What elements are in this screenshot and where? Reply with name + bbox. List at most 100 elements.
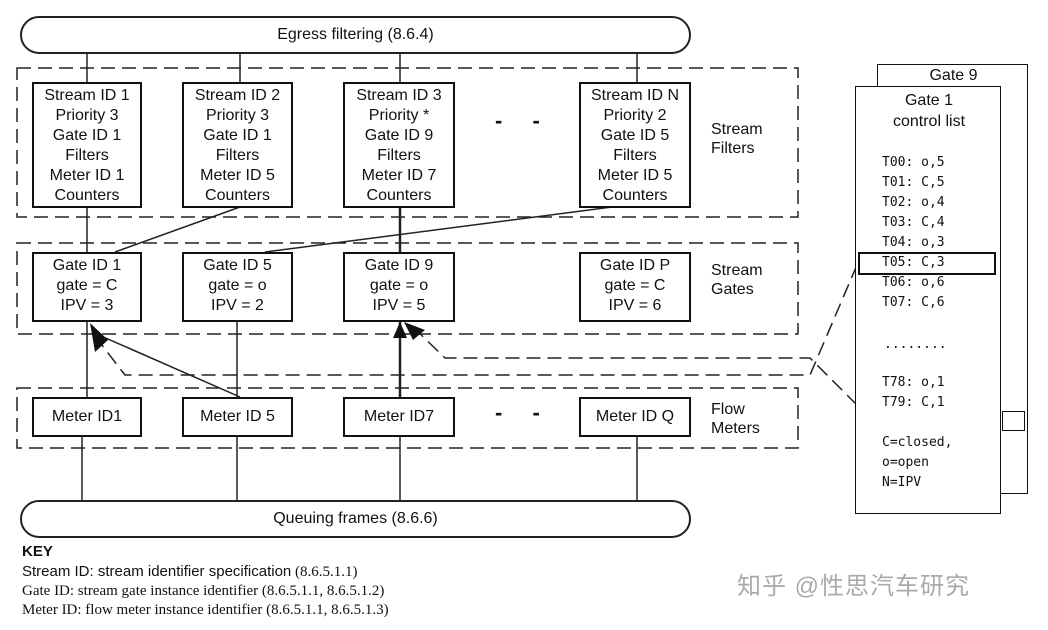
- flow-meter-box: Meter ID Q: [579, 397, 691, 437]
- flow-meter-box: Meter ID 5: [182, 397, 293, 437]
- gate-line: gate = C: [604, 277, 666, 294]
- filters-ellipsis: - -: [495, 108, 552, 133]
- region-stream-gates: [16, 242, 799, 335]
- gate-line: Gate ID P: [599, 257, 671, 274]
- control-list-legend: C=closed, o=open N=IPV: [882, 433, 952, 493]
- meter-label: Meter ID 5: [200, 408, 275, 425]
- control-list-subtitle: control list: [892, 113, 966, 130]
- queuing-frames-bar: Queuing frames (8.6.6): [20, 500, 691, 538]
- arrowhead-gate9-solid: [393, 322, 407, 338]
- filter-line: Gate ID 1: [52, 127, 122, 144]
- control-entry: T07: C,6: [882, 295, 945, 310]
- filter-line: Priority 3: [55, 107, 119, 124]
- key-line-ref: (8.6.5.1.1, 8.6.5.1.2): [258, 583, 385, 599]
- egress-filtering-label: Egress filtering (8.6.4): [277, 26, 434, 43]
- gate-line: Gate ID 9: [364, 257, 434, 274]
- filter-line: Filters: [613, 147, 657, 164]
- control-entry: T01: C,5: [882, 175, 945, 190]
- key-line-ref: (8.6.5.1.1, 8.6.5.1.3): [262, 602, 389, 618]
- stream-filter-box: Stream ID 2 Priority 3 Gate ID 1 Filters…: [182, 82, 293, 208]
- filter-line: Priority *: [368, 107, 430, 124]
- control-list-entries: T00: o,5 T01: C,5 T02: o,4 T03: C,4 T04:…: [882, 153, 945, 313]
- gate-line: gate = C: [56, 277, 118, 294]
- region-flow-meters: [16, 387, 799, 449]
- filter-line: Counters: [54, 187, 120, 204]
- filter-line: Filters: [65, 147, 109, 164]
- stream-filter-box: Stream ID 3 Priority * Gate ID 9 Filters…: [343, 82, 455, 208]
- meters-ellipsis: - -: [495, 400, 552, 425]
- key-line-term: Stream ID: stream identifier specificati…: [22, 563, 292, 580]
- stream-gates-label: Stream Gates: [711, 262, 763, 298]
- control-entry: T00: o,5: [882, 155, 945, 170]
- control-entry: T03: C,4: [882, 215, 945, 230]
- gate-line: gate = o: [369, 277, 429, 294]
- stream-filter-box: Stream ID N Priority 2 Gate ID 5 Filters…: [579, 82, 691, 208]
- stream-gate-box: Gate ID 5 gate = o IPV = 2: [182, 252, 293, 322]
- region-stream-filters: [16, 67, 799, 218]
- control-list-ellipsis: ........: [884, 337, 947, 352]
- meter-label: Meter ID1: [51, 408, 123, 425]
- filter-line: Filters: [377, 147, 421, 164]
- key-line-ref: (8.6.5.1.1): [291, 564, 358, 580]
- highlight-box-t05: [858, 252, 996, 275]
- link-filtern-gate5: [264, 206, 613, 253]
- gate-line: IPV = 3: [60, 297, 114, 314]
- legend-line: o=open: [882, 455, 929, 470]
- filter-line: Stream ID N: [590, 87, 679, 104]
- key-title: KEY: [22, 543, 53, 560]
- stream-filter-box: Stream ID 1 Priority 3 Gate ID 1 Filters…: [32, 82, 142, 208]
- control-list-title: Gate 1: [904, 92, 954, 109]
- filter-line: Priority 3: [205, 107, 270, 124]
- link-meter5-gate1: [91, 331, 241, 398]
- flow-meter-box: Meter ID1: [32, 397, 142, 437]
- filter-line: Gate ID 9: [364, 127, 434, 144]
- filter-line: Meter ID 5: [200, 167, 275, 184]
- legend-line: C=closed,: [882, 435, 953, 450]
- meter-label: Meter ID7: [363, 408, 435, 425]
- filter-line: Stream ID 3: [356, 87, 442, 104]
- control-entry: T02: o,4: [882, 195, 945, 210]
- queuing-frames-label: Queuing frames (8.6.6): [273, 510, 438, 527]
- gate-line: Gate ID 1: [52, 257, 122, 274]
- arrowhead-gate9-dashed: [404, 322, 425, 340]
- meter-label: Meter ID Q: [595, 408, 675, 425]
- filter-line: Meter ID 7: [361, 167, 437, 184]
- stream-gate-box: Gate ID 9 gate = o IPV = 5: [343, 252, 455, 322]
- flow-meters-label: Flow Meters: [711, 401, 760, 437]
- filter-line: Meter ID 5: [597, 167, 673, 184]
- watermark: 知乎 @性思汽车研究: [737, 573, 971, 600]
- control-entry: T06: o,6: [882, 275, 945, 290]
- filter-line: Gate ID 5: [600, 127, 670, 144]
- filter-line: Stream ID 2: [194, 87, 281, 104]
- gate-line: IPV = 6: [608, 297, 662, 314]
- key-section: KEY Stream ID: stream identifier specifi…: [22, 542, 389, 620]
- filter-line: Counters: [205, 187, 270, 204]
- key-line-term: Gate ID: stream gate instance identifier: [22, 583, 259, 599]
- egress-filtering-bar: Egress filtering (8.6.4): [20, 16, 691, 54]
- filter-line: Counters: [366, 187, 432, 204]
- stream-gate-box: Gate ID 1 gate = C IPV = 3: [32, 252, 142, 322]
- card-tab: [1002, 411, 1025, 431]
- gate-line: gate = o: [208, 277, 267, 294]
- filter-line: Counters: [602, 187, 668, 204]
- gate1-control-list-card: Gate 1 control list T00: o,5 T01: C,5 T0…: [855, 86, 1001, 514]
- gate9-card-title: Gate 9: [929, 67, 978, 84]
- control-entry: T78: o,1: [882, 375, 945, 390]
- dashed-pointer-gate1: [97, 264, 858, 376]
- key-line-term: Meter ID: flow meter instance identifier: [22, 602, 263, 618]
- gate-line: IPV = 2: [211, 297, 264, 314]
- legend-line: N=IPV: [882, 475, 922, 490]
- stream-filters-label: Stream Filters: [711, 121, 763, 157]
- filter-line: Priority 2: [603, 107, 667, 124]
- gate-line: Gate ID 5: [203, 257, 272, 274]
- control-entry-highlighted: T05: C,3: [882, 255, 945, 270]
- dashed-pointer-gate9: [412, 326, 858, 406]
- link-filter2-gate1: [114, 206, 241, 253]
- control-list-tail: T78: o,1 T79: C,1: [882, 373, 945, 413]
- control-entry: T04: o,3: [882, 235, 945, 250]
- stream-gate-box: Gate ID P gate = C IPV = 6: [579, 252, 691, 322]
- filter-line: Filters: [215, 147, 260, 164]
- control-entry: T79: C,1: [882, 395, 945, 410]
- filter-line: Stream ID 1: [44, 87, 130, 104]
